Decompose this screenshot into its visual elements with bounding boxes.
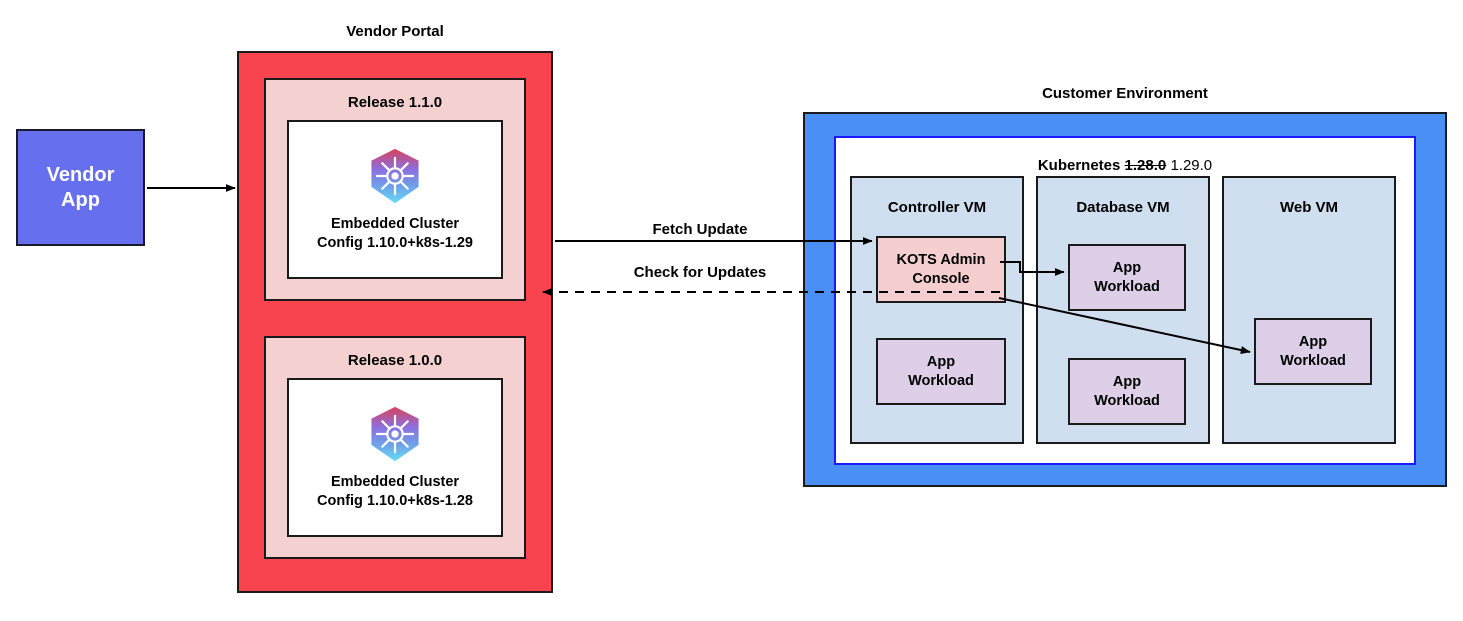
kubernetes-logo-icon <box>371 149 419 204</box>
release-box-1-1-0[interactable]: Release 1.1.0 <box>264 78 526 301</box>
kubernetes-logo-icon <box>371 407 419 462</box>
vm-title: Controller VM <box>887 199 987 216</box>
release-box-1-0-0[interactable]: Release 1.0.0 <box>264 336 526 559</box>
kubernetes-word: Kubernetes <box>1037 157 1121 174</box>
release-title: Release 1.1.0 <box>347 94 443 111</box>
kubernetes-version-label: Kubernetes 1.28.0 1.29.0 <box>836 157 1414 174</box>
vendor-portal-title: Vendor Portal <box>346 23 444 40</box>
customer-environment-title: Customer Environment <box>1042 85 1208 102</box>
edge-label-fetch-update: Fetch Update <box>652 221 748 238</box>
kubernetes-new-version: 1.29.0 <box>1170 157 1213 174</box>
kubernetes-old-version: 1.28.0 <box>1124 157 1167 174</box>
release-title: Release 1.0.0 <box>347 352 443 369</box>
edge-label-check-for-updates: Check for Updates <box>633 264 767 281</box>
vm-title: Database VM <box>1076 199 1170 216</box>
vm-title: Web VM <box>1279 199 1339 216</box>
